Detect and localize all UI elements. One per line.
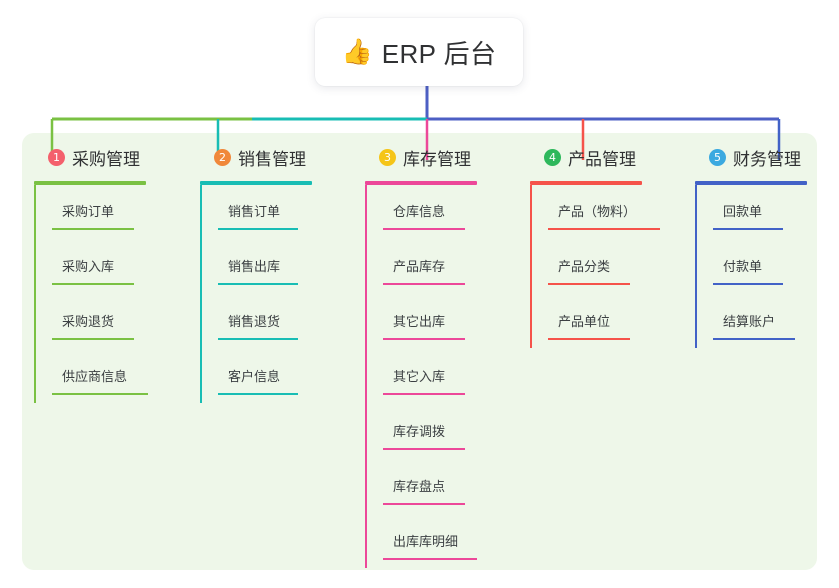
leaf-item-label: 销售订单: [228, 204, 281, 219]
leaf-item-underline: [218, 228, 298, 230]
column-rule: [34, 181, 146, 185]
column-title: 产品管理: [568, 149, 636, 169]
column-trunk-line: [695, 185, 697, 348]
root-node-title: ERP 后台: [381, 38, 497, 69]
leaf-item-underline: [383, 338, 465, 340]
leaf-item-underline: [383, 558, 477, 560]
column-index-badge: 3: [379, 148, 396, 166]
leaf-item-underline: [52, 338, 134, 340]
column-产品管理: 4 产品管理产品（物料） 产品分类产品单位: [530, 145, 660, 348]
column-index-badge: 4: [544, 148, 561, 166]
leaf-item-label: 其它入库: [393, 369, 446, 384]
column-销售管理: 2 销售管理销售订单销售出库销售退货客户信息: [200, 145, 312, 403]
column-财务管理: 5 财务管理回款单付款单结算账户: [695, 145, 807, 348]
leaf-item-label: 产品（物料）: [558, 204, 637, 219]
column-trunk-line: [34, 185, 36, 403]
leaf-item-underline: [383, 393, 465, 395]
leaf-item-underline: [52, 228, 134, 230]
leaf-item-underline: [713, 228, 783, 230]
diagram-panel: [22, 133, 817, 570]
column-title: 财务管理: [733, 149, 801, 169]
column-header[interactable]: 2 销售管理: [200, 145, 306, 169]
column-库存管理: 3 库存管理仓库信息产品库存其它出库其它入库库存调拨库存盘点出库库明细: [365, 145, 477, 568]
leaf-item-label: 客户信息: [228, 369, 281, 384]
leaf-item-underline: [548, 283, 630, 285]
column-header[interactable]: 3 库存管理: [365, 145, 471, 169]
leaf-item-underline: [713, 338, 795, 340]
leaf-item-underline: [52, 283, 134, 285]
leaf-item-underline: [52, 393, 148, 395]
column-index-badge: 5: [709, 148, 726, 166]
column-header[interactable]: 4 产品管理: [530, 145, 636, 169]
thumbs-up-icon: 👍: [341, 37, 373, 66]
column-rule: [365, 181, 477, 185]
leaf-item-underline: [218, 393, 298, 395]
leaf-item-underline: [548, 228, 660, 230]
leaf-item-label: 销售退货: [228, 314, 281, 329]
leaf-item-label: 其它出库: [393, 314, 446, 329]
column-title: 采购管理: [72, 149, 140, 169]
column-rule: [530, 181, 642, 185]
leaf-item-label: 销售出库: [228, 259, 281, 274]
column-trunk-line: [530, 185, 532, 348]
leaf-item-label: 库存盘点: [393, 479, 446, 494]
column-index-badge: 2: [214, 148, 231, 166]
leaf-item-label: 采购入库: [62, 259, 115, 274]
column-header[interactable]: 5 财务管理: [695, 145, 801, 169]
column-采购管理: 1 采购管理采购订单采购入库采购退货供应商信息: [34, 145, 148, 403]
leaf-item-label: 仓库信息: [393, 204, 446, 219]
column-title: 库存管理: [403, 149, 471, 169]
column-rule: [695, 181, 807, 185]
column-rule: [200, 181, 312, 185]
leaf-item-underline: [218, 338, 298, 340]
leaf-item-label: 供应商信息: [62, 369, 128, 384]
leaf-item-label: 库存调拨: [393, 424, 446, 439]
column-header[interactable]: 1 采购管理: [34, 145, 140, 169]
column-trunk-line: [365, 185, 367, 568]
leaf-item-label: 产品分类: [558, 259, 611, 274]
leaf-item-underline: [548, 338, 630, 340]
leaf-item-label: 采购订单: [62, 204, 115, 219]
leaf-item-underline: [383, 448, 465, 450]
leaf-item-underline: [218, 283, 298, 285]
column-trunk-line: [200, 185, 202, 403]
leaf-item-label: 出库库明细: [393, 534, 459, 549]
column-index-badge: 1: [48, 148, 65, 166]
column-title: 销售管理: [238, 149, 306, 169]
leaf-item-underline: [713, 283, 783, 285]
leaf-item-label: 回款单: [723, 204, 763, 219]
leaf-item-label: 结算账户: [723, 314, 776, 329]
root-node-card[interactable]: 👍 ERP 后台: [315, 18, 523, 86]
leaf-item-underline: [383, 283, 465, 285]
leaf-item-underline: [383, 503, 465, 505]
leaf-item-label: 付款单: [723, 259, 763, 274]
leaf-item-label: 产品单位: [558, 314, 611, 329]
leaf-item-label: 产品库存: [393, 259, 446, 274]
leaf-item-label: 采购退货: [62, 314, 115, 329]
leaf-item-underline: [383, 228, 465, 230]
